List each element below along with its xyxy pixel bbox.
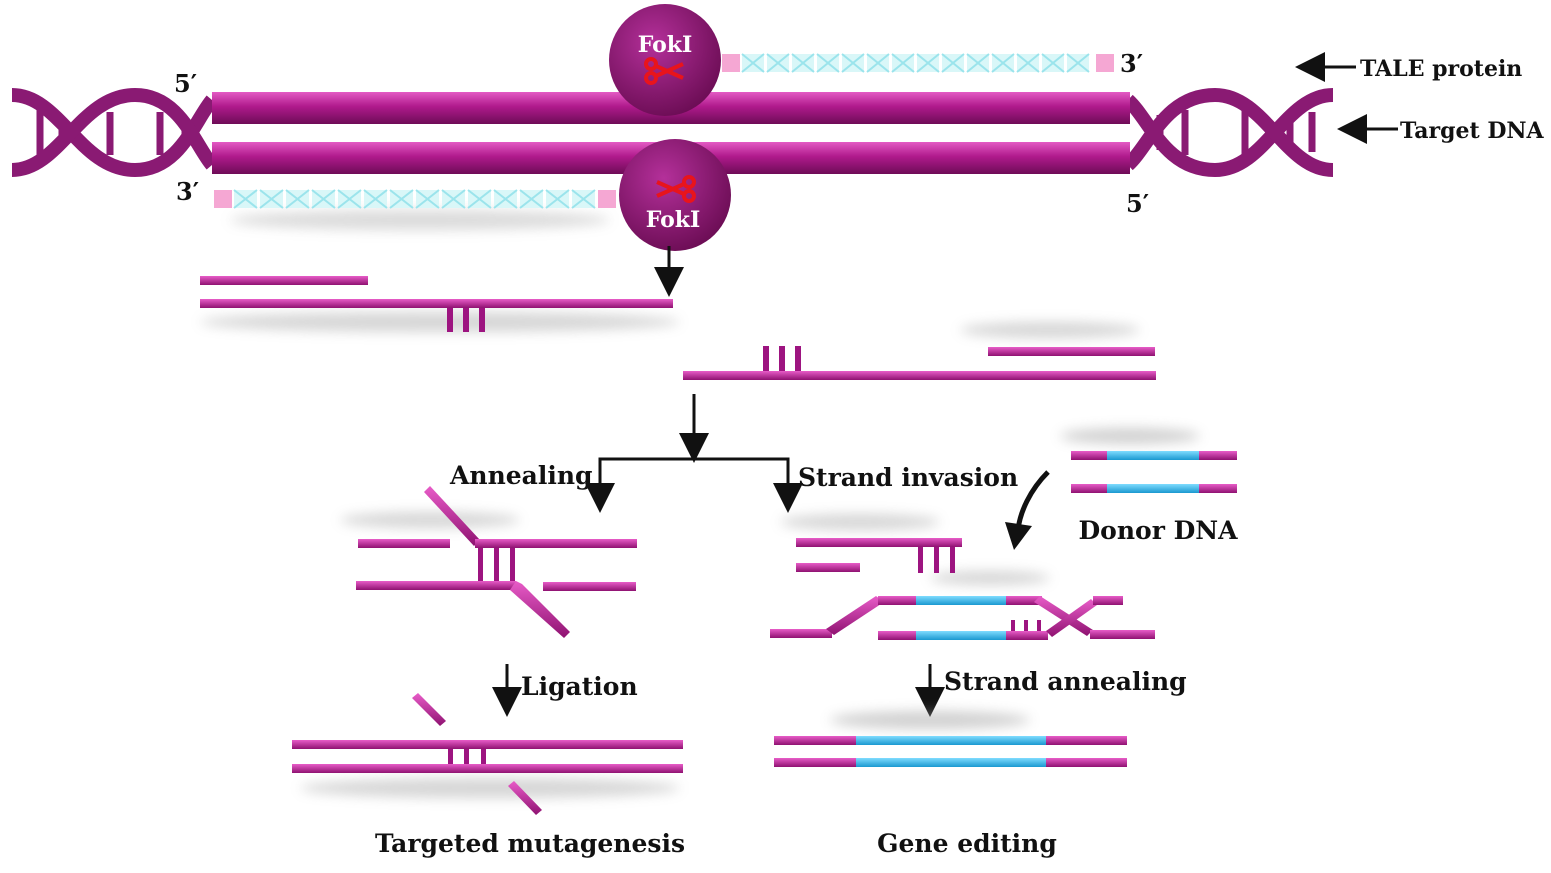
dsb-right-fragment — [683, 322, 1156, 380]
tale-repeat-motif — [363, 189, 388, 209]
tale-repeat-motif — [841, 53, 865, 73]
tale-repeat-motif — [766, 53, 790, 73]
foki-bottom: FokI — [619, 139, 731, 251]
tale-repeat-motif — [866, 53, 890, 73]
target-dna-label: Target DNA — [1400, 118, 1545, 144]
tale-repeat-motif — [1066, 53, 1090, 73]
tale-repeat-motif — [791, 53, 815, 73]
end-label-3-bottom-left: 3′ — [176, 177, 199, 206]
scissors-icon — [644, 57, 684, 85]
end-label-5-bottom-right: 5′ — [1126, 189, 1149, 218]
gene-editing-label: Gene editing — [877, 829, 1057, 858]
mutagenesis-product — [292, 693, 683, 815]
ligation-label: Ligation — [521, 672, 638, 701]
dna-helix-right — [1123, 87, 1334, 178]
donor-dna — [1060, 428, 1237, 493]
tale-repeat-motif — [389, 189, 414, 209]
tale-repeat-motif — [1041, 53, 1065, 73]
tale-repeat-motif — [571, 189, 596, 209]
tale-repeat-motif — [519, 189, 544, 209]
donor-curved-arrow — [1015, 470, 1050, 531]
tale-repeat-motif — [233, 189, 258, 209]
tale-repeat-motif — [337, 189, 362, 209]
tale-repeat-motif — [816, 53, 840, 73]
strand-annealing-label: Strand annealing — [944, 667, 1187, 696]
strand-invasion-intermediate — [770, 514, 1155, 640]
scissors-icon — [656, 175, 696, 203]
tale-protein-label: TALE protein — [1360, 56, 1522, 82]
tale-repeat-motif — [966, 53, 990, 73]
branch-arrows — [585, 394, 803, 513]
strand-invasion-label: Strand invasion — [798, 463, 1018, 492]
targeted-mutagenesis-label: Targeted mutagenesis — [375, 829, 685, 858]
tale-repeat-motif — [1016, 53, 1040, 73]
tale-repeat-motif — [441, 189, 466, 209]
donor-curved-arrowhead — [1005, 522, 1032, 550]
foki-top: FokI — [609, 4, 721, 116]
dna-helix-left — [11, 87, 218, 178]
tale-repeat-motif — [545, 189, 570, 209]
tale-repeat-motif — [891, 53, 915, 73]
donor-dna-label: Donor DNA — [1078, 516, 1238, 545]
tale-repeat-motif — [259, 189, 284, 209]
tale-repeat-motif — [467, 189, 492, 209]
tale-array-top — [722, 53, 1114, 73]
tale-repeat-motif — [941, 53, 965, 73]
end-label-5-top-left: 5′ — [174, 69, 197, 98]
foki-bottom-label: FokI — [646, 207, 701, 233]
tale-repeat-motif — [916, 53, 940, 73]
tale-repeat-motif — [493, 189, 518, 209]
tale-repeat-motif — [415, 189, 440, 209]
annealing-intermediate — [340, 486, 637, 638]
tale-array-bottom — [214, 189, 616, 230]
talen-complex: FokI FokI 5′ 3′ 3′ 5′ TALE protein Targe… — [11, 4, 1545, 251]
tale-repeat-motif — [311, 189, 336, 209]
end-label-3-top-right: 3′ — [1120, 49, 1143, 78]
tale-repeat-motif — [741, 53, 765, 73]
tale-repeat-motif — [991, 53, 1015, 73]
tale-repeat-motif — [285, 189, 310, 209]
dsb-left-fragment — [200, 276, 680, 332]
annealing-label: Annealing — [449, 461, 593, 490]
gene-editing-product — [774, 711, 1127, 767]
foki-top-label: FokI — [638, 32, 693, 58]
